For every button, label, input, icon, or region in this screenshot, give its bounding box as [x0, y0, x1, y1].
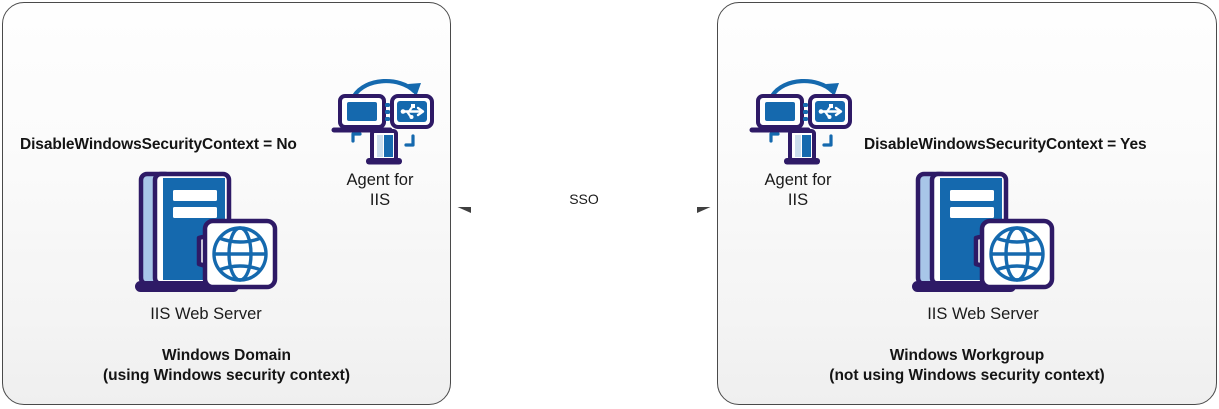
node-label-agent-for-iis-right: Agent for IIS	[764, 171, 832, 210]
agent-for-iis-icon	[746, 70, 852, 166]
agent-for-iis-icon	[328, 70, 434, 166]
footer-title-windows-domain: Windows Domain (using Windows security c…	[102, 347, 351, 385]
iis-web-server-icon	[133, 168, 279, 300]
node-label-agent-for-iis-left: Agent for IIS	[346, 171, 414, 210]
node-iis-web-server-left: IIS Web Server	[128, 168, 284, 324]
setting-label-disable-windows-security-context-left: DisableWindowsSecurityContext = No	[20, 136, 297, 153]
sso-connector-label: SSO	[451, 191, 717, 207]
node-agent-for-iis-left: Agent for IIS	[327, 70, 434, 210]
node-label-iis-web-server-left: IIS Web Server	[150, 305, 262, 323]
sso-label-text: SSO	[566, 191, 602, 207]
footer-title-windows-workgroup: Windows Workgroup (not using Windows sec…	[829, 347, 1105, 385]
node-iis-web-server-right: IIS Web Server	[905, 168, 1061, 324]
node-label-iis-web-server-right: IIS Web Server	[927, 305, 1039, 323]
iis-web-server-icon	[910, 168, 1056, 300]
setting-label-disable-windows-security-context-right: DisableWindowsSecurityContext = Yes	[864, 136, 1147, 153]
node-agent-for-iis-right: Agent for IIS	[745, 70, 852, 210]
